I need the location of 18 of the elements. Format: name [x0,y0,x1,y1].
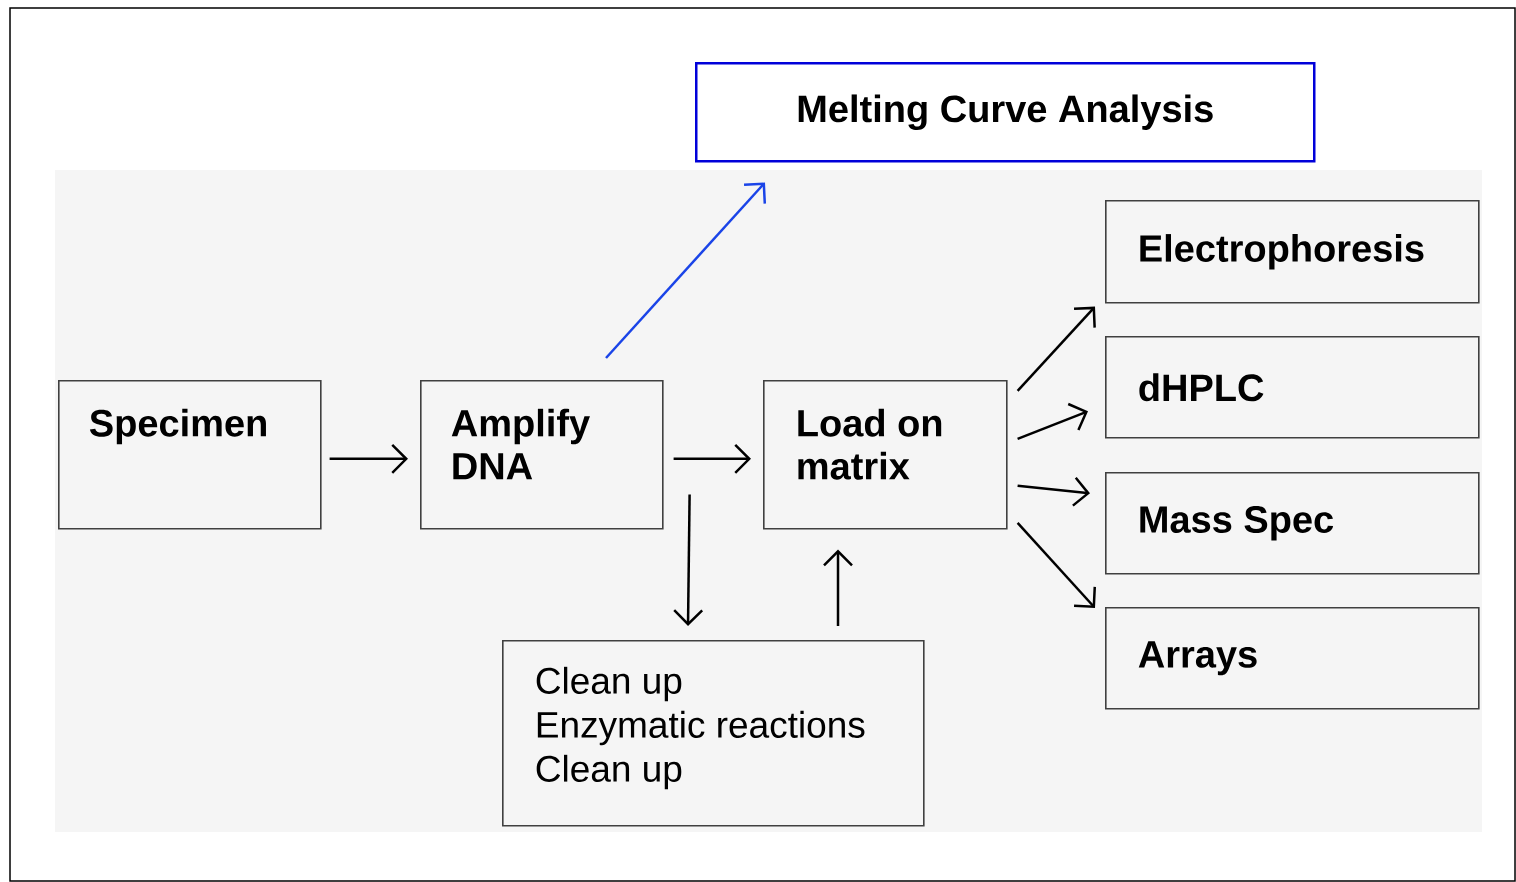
arrow [1016,521,1096,608]
method-box: Electrophoresis [1105,200,1480,304]
arrow [673,494,704,626]
arrow [1016,306,1096,392]
process-box: Specimen [58,380,322,530]
arrow [329,443,408,474]
title-box: Melting Curve Analysis [695,62,1316,163]
method-box: Mass Spec [1105,472,1480,575]
method-box: dHPLC [1105,336,1480,439]
arrow [823,549,853,626]
method-box: Arrays [1105,607,1480,710]
arrow [1017,476,1090,507]
process-box: Clean up Enzymatic reactions Clean up [502,640,925,827]
process-box: Load on matrix [763,380,1008,530]
arrow [605,182,767,359]
arrow [673,443,751,474]
arrow [1017,402,1088,440]
process-box: Amplify DNA [420,380,664,530]
